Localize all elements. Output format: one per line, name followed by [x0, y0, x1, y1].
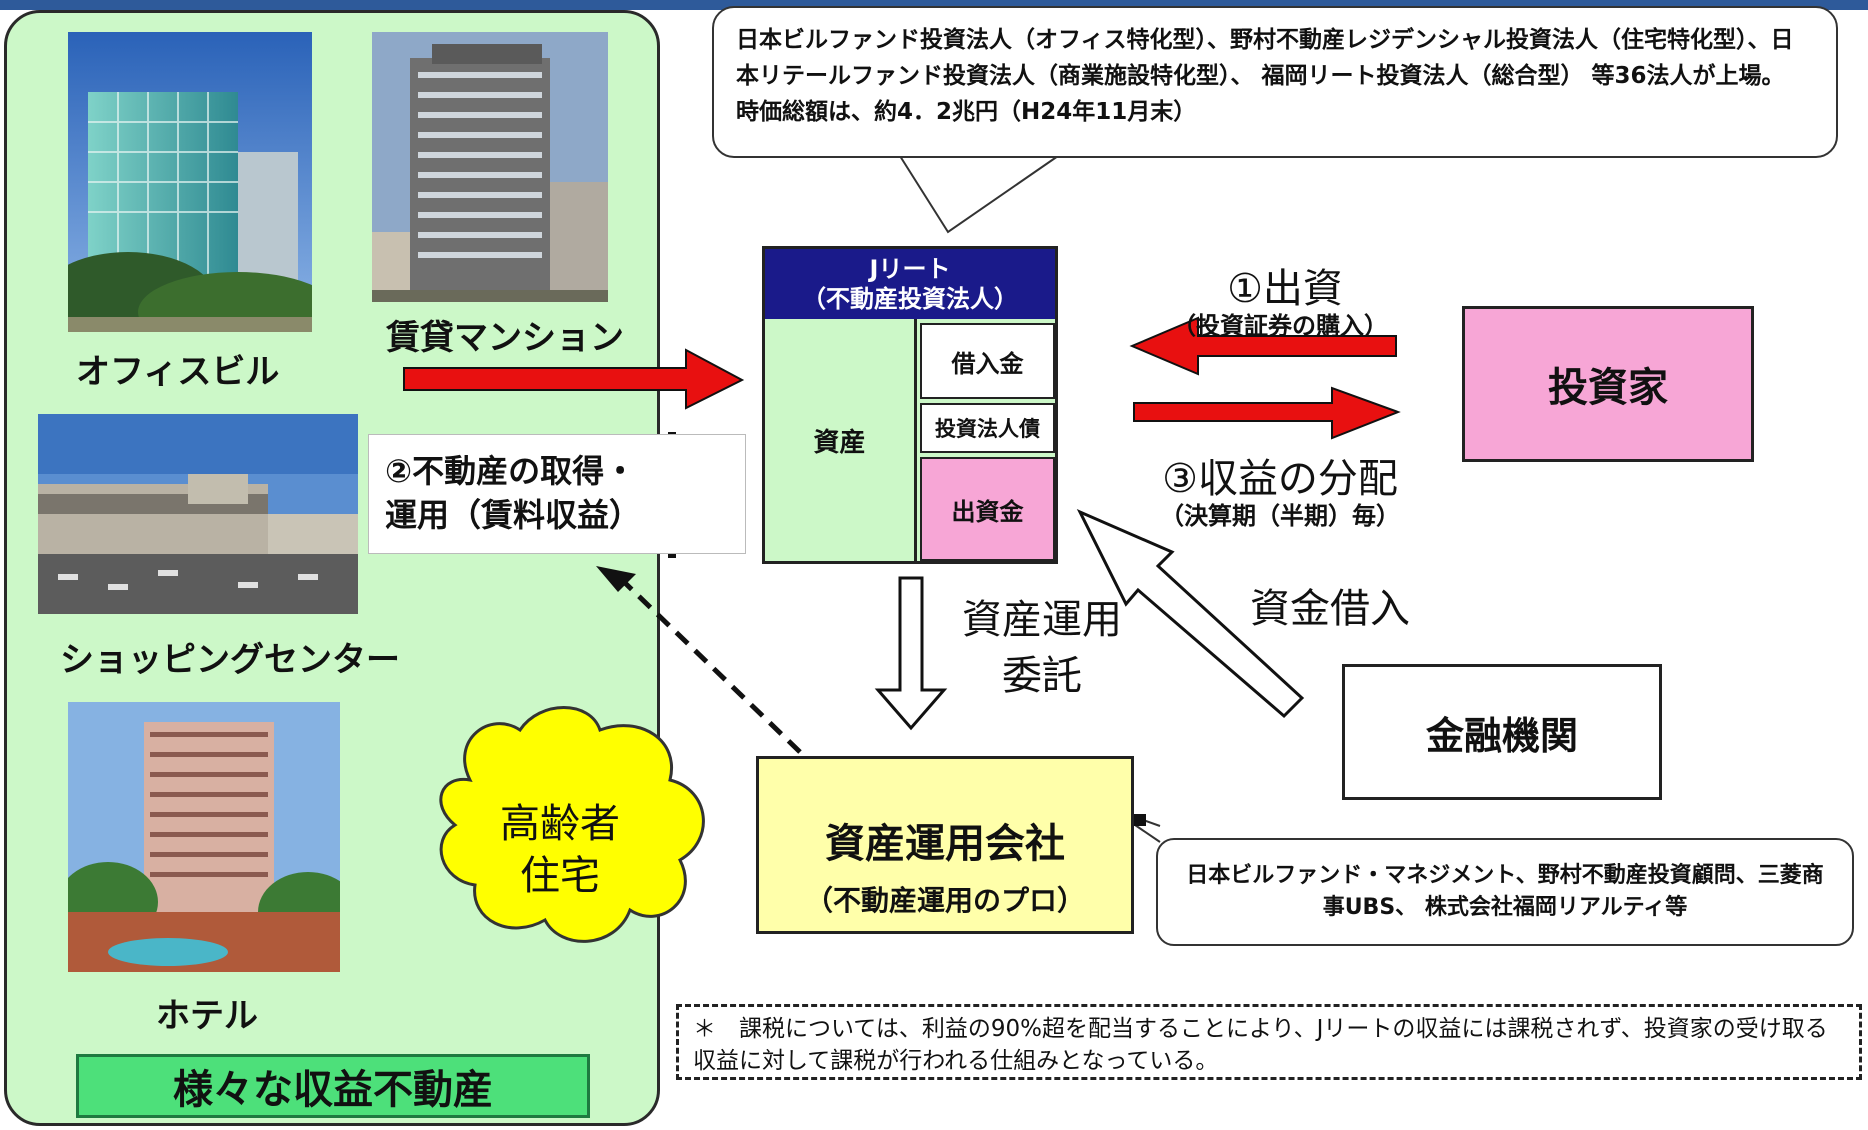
elderly-housing-label: 高齢者 住宅 — [470, 785, 650, 915]
top-callout-text: 日本ビルファンド投資法人（オフィス特化型）、野村不動産レジデンシャル投資法人（住… — [736, 27, 1794, 125]
management-dashed-arrow — [620, 578, 802, 754]
entrust-label: 資産運用 委託 — [962, 597, 1122, 699]
asset-manager-title: 資産運用会社 — [825, 821, 1065, 867]
asset-manager-subtitle: （不動産運用のプロ） — [804, 884, 1085, 917]
investment-label: ①出資 — [1227, 266, 1343, 312]
investment-sublabel: （投資証券の購入） — [1172, 312, 1388, 340]
acquisition-arrow — [403, 348, 745, 410]
jreit-box: Jリート （不動産投資法人） 資産 借入金 投資法人債 出資金 — [762, 246, 1058, 564]
jreit-bonds-text: 投資法人債 — [935, 417, 1040, 441]
manager-callout-text: 日本ビルファンド・マネジメント、野村不動産投資顧問、三菱商事UBS、 株式会社福… — [1186, 863, 1824, 920]
rental-mansion-label: 賃貸マンション — [386, 318, 624, 358]
jreit-equity-text: 出資金 — [951, 497, 1024, 526]
bank-box: 金融機関 — [1342, 664, 1662, 800]
shopping-center-label: ショッピングセンター — [60, 640, 400, 680]
income-property-label: 様々な収益不動産 — [76, 1054, 590, 1118]
office-building-label: オフィスビル — [76, 352, 280, 392]
office-building-photo — [68, 32, 312, 332]
investor-box: 投資家 — [1462, 306, 1754, 462]
tax-note-text: ＊ 課税については、利益の90%超を配当することにより、Jリートの収益には課税さ… — [693, 1016, 1828, 1074]
hotel-photo — [68, 702, 340, 972]
bank-text: 金融機関 — [1425, 713, 1578, 758]
investor-text: 投資家 — [1548, 365, 1668, 411]
acquisition-label-box: ②不動産の取得・ 運用（賃料収益） — [368, 434, 746, 554]
rental-mansion-photo — [372, 32, 608, 302]
jreit-borrowing: 借入金 — [920, 323, 1055, 399]
top-bar — [0, 0, 1868, 10]
jreit-title-text: Jリート （不動産投資法人） — [802, 255, 1018, 313]
distribution-sublabel: （決算期（半期）毎） — [1160, 502, 1400, 530]
shopping-center-photo — [38, 414, 358, 614]
jreit-title: Jリート （不動産投資法人） — [765, 249, 1055, 319]
income-property-text: 様々な収益不動産 — [173, 1067, 493, 1113]
jreit-equity: 出資金 — [920, 457, 1055, 561]
entrust-arrow — [874, 576, 948, 731]
jreit-bonds: 投資法人債 — [920, 403, 1055, 453]
jreit-borrowing-text: 借入金 — [951, 349, 1024, 378]
elderly-housing-cloud — [439, 706, 705, 943]
jreit-assets: 資産 — [765, 319, 917, 561]
acquisition-label-text: ②不動産の取得・ 運用（賃料収益） — [385, 452, 642, 534]
distribution-label: ③収益の分配 — [1162, 456, 1398, 502]
distribution-arrow — [1133, 386, 1401, 440]
asset-manager-box: 資産運用会社 （不動産運用のプロ） — [756, 756, 1134, 934]
loan-label: 資金借入 — [1250, 586, 1410, 632]
manager-callout: 日本ビルファンド・マネジメント、野村不動産投資顧問、三菱商事UBS、 株式会社福… — [1156, 838, 1854, 946]
elderly-housing-text: 高齢者 住宅 — [500, 801, 620, 899]
loan-arrow — [1076, 508, 1305, 719]
tax-note: ＊ 課税については、利益の90%超を配当することにより、Jリートの収益には課税さ… — [676, 1004, 1862, 1080]
jreit-assets-text: 資産 — [813, 427, 866, 458]
investment-arrow — [1129, 316, 1397, 376]
top-callout: 日本ビルファンド投資法人（オフィス特化型）、野村不動産レジデンシャル投資法人（住… — [712, 6, 1838, 158]
hotel-label: ホテル — [156, 996, 258, 1036]
